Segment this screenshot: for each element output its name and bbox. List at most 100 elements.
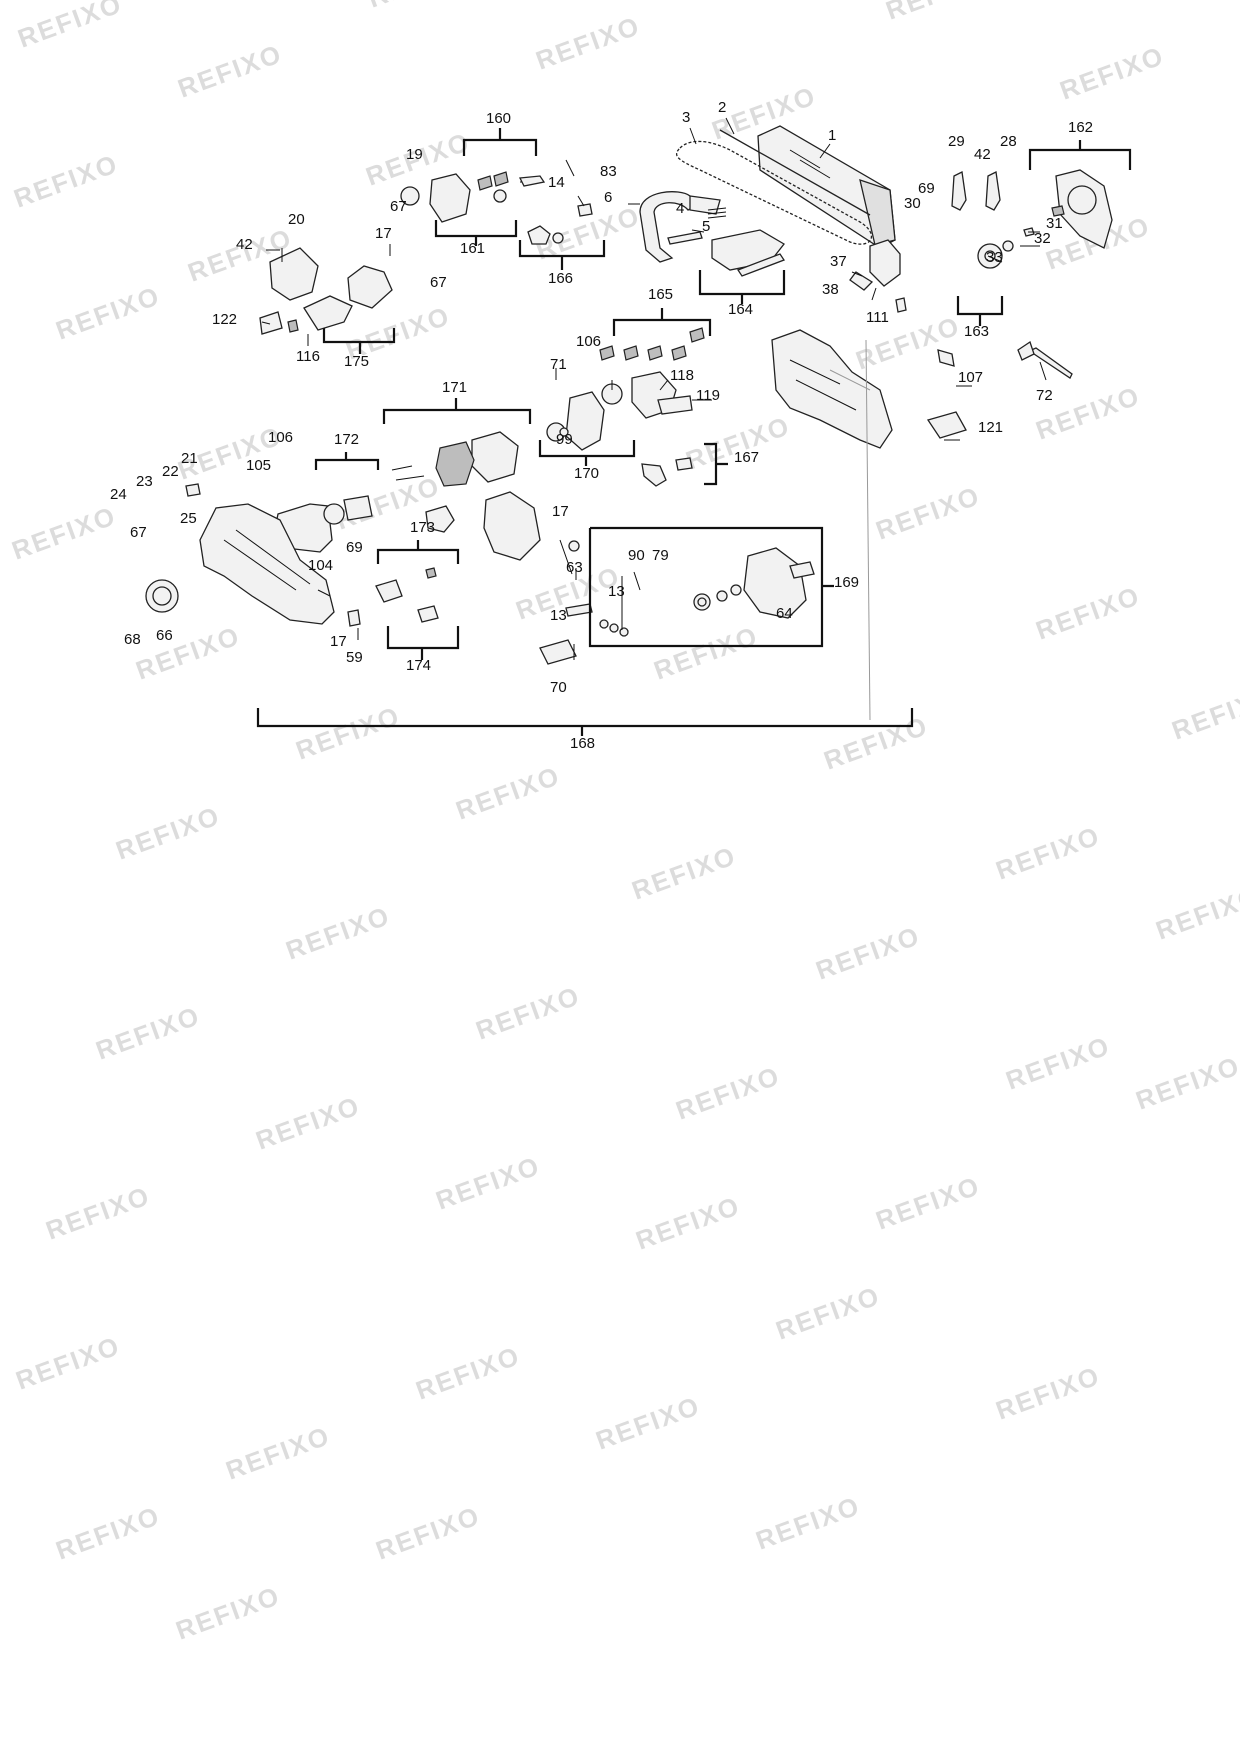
- part-number-label: 72: [1036, 387, 1053, 404]
- part-number-label: 24: [110, 486, 127, 503]
- sprocket-drawing: [977, 227, 1035, 269]
- watermark-text: REFIXO: [820, 710, 932, 775]
- part-number-label: 173: [410, 519, 435, 536]
- part-number-label: 161: [460, 240, 485, 257]
- part-number-label: 107: [958, 369, 983, 386]
- part-number-label: 3: [682, 109, 690, 126]
- bracket-171: [382, 398, 532, 424]
- watermark-text: REFIXO: [992, 820, 1104, 885]
- part-number-label: 6: [604, 189, 612, 206]
- part-drawings: [145, 125, 1113, 721]
- part-number-label: 13: [608, 583, 625, 600]
- watermark-text: REFIXO: [872, 1170, 984, 1235]
- watermark-text: REFIXO: [650, 620, 762, 685]
- part-number-label: 20: [288, 211, 305, 228]
- watermark-text: REFIXO: [472, 980, 584, 1045]
- part-number-label: 171: [442, 379, 467, 396]
- chain-tensioner-drawing: [711, 229, 785, 277]
- battery-housing-drawing: [259, 247, 393, 335]
- watermark-text: REFIXO: [222, 1420, 334, 1485]
- part-number-label: 22: [162, 463, 179, 480]
- part-number-label: 38: [822, 281, 839, 298]
- watermark-text: REFIXO: [772, 1280, 884, 1345]
- part-number-label: 17: [330, 633, 347, 650]
- part-number-labels: 1231601419678364516116616420421767122116…: [110, 99, 1093, 752]
- part-number-label: 37: [830, 253, 847, 270]
- watermark-text: REFIXO: [12, 1330, 124, 1395]
- part-number-label: 67: [390, 198, 407, 215]
- bracket-172: [314, 452, 380, 470]
- watermark-text: REFIXO: [372, 1500, 484, 1565]
- sprocket-cover-drawing: [1051, 169, 1113, 249]
- chain-drawing: [676, 129, 872, 245]
- part-number-label: 174: [406, 657, 431, 674]
- part-number-label: 32: [1034, 230, 1051, 247]
- pins-drawing: [667, 207, 727, 245]
- oil-pump-parts-drawing: [400, 171, 546, 223]
- watermark-text: REFIXO: [112, 800, 224, 865]
- part-number-label: 4: [676, 200, 684, 217]
- bracket-164: [698, 270, 786, 304]
- watermark-text: REFIXO: [14, 0, 126, 54]
- watermark-text: REFIXO: [172, 1580, 284, 1645]
- bracket-165: [612, 308, 712, 336]
- watermark-text: REFIXO: [1002, 1030, 1114, 1095]
- bracket-167: [704, 442, 728, 486]
- watermark-text: REFIXO: [412, 1340, 524, 1405]
- watermark-text: REFIXO: [292, 700, 404, 765]
- bracket-169: [588, 526, 834, 648]
- bracket-174: [386, 626, 460, 660]
- part-number-label: 68: [124, 631, 141, 648]
- part-number-label: 5: [702, 218, 710, 235]
- part-number-label: 23: [136, 473, 153, 490]
- gear-assembly-drawing: [546, 327, 705, 451]
- bracket-163: [956, 296, 1004, 326]
- part-number-label: 59: [346, 649, 363, 666]
- part-number-label: 1: [828, 127, 836, 144]
- part-number-label: 17: [375, 225, 392, 242]
- watermark-text: REFIXO: [592, 1390, 704, 1455]
- front-cap-drawing: [145, 579, 179, 613]
- watermark-text: REFIXO: [1168, 680, 1240, 745]
- part-number-label: 121: [978, 419, 1003, 436]
- watermark-text: REFIXO: [992, 1360, 1104, 1425]
- watermark-text: REFIXO: [1132, 1050, 1240, 1115]
- watermark-text: REFIXO: [672, 1060, 784, 1125]
- watermark-text: REFIXO: [8, 500, 120, 565]
- watermark-text: REFIXO: [1056, 40, 1168, 105]
- part-number-label: 25: [180, 510, 197, 527]
- bracket-162: [1028, 140, 1132, 170]
- part-number-label: 67: [430, 274, 447, 291]
- part-number-label: 172: [334, 431, 359, 448]
- part-number-label: 71: [550, 356, 567, 373]
- part-number-label: 29: [948, 133, 965, 150]
- bracket-161: [434, 220, 518, 246]
- part-number-label: 160: [486, 110, 511, 127]
- part-number-label: 118: [670, 367, 694, 384]
- leader-lines: [261, 117, 1047, 660]
- part-number-label: 170: [574, 465, 599, 482]
- watermark-text: REFIXO: [632, 1190, 744, 1255]
- watermark-text: REFIXO: [532, 10, 644, 75]
- part-number-label: 17: [552, 503, 569, 520]
- part-number-label: 163: [964, 323, 989, 340]
- part-number-label: 70: [550, 679, 567, 696]
- watermark-text: REFIXO: [1152, 880, 1240, 945]
- levers-drawing: [951, 171, 1001, 211]
- part-number-label: 122: [212, 311, 237, 328]
- part-number-label: 31: [1046, 215, 1063, 232]
- watermark-text: REFIXO: [174, 38, 286, 103]
- watermark-text: REFIXO: [10, 148, 122, 213]
- part-number-label: 162: [1068, 119, 1093, 136]
- part-number-label: 28: [1000, 133, 1017, 150]
- chain-brake-drawing: [849, 239, 907, 313]
- switch-parts-drawing: [599, 547, 815, 637]
- watermark-text: REFIXO: [282, 900, 394, 965]
- watermark-text: REFIXO: [1032, 580, 1144, 645]
- motor-housing-half-drawing: [771, 329, 893, 449]
- part-number-label: 165: [648, 286, 673, 303]
- terminal-parts-drawing: [375, 567, 439, 623]
- part-number-label: 175: [344, 353, 369, 370]
- bracket-168: [256, 708, 914, 736]
